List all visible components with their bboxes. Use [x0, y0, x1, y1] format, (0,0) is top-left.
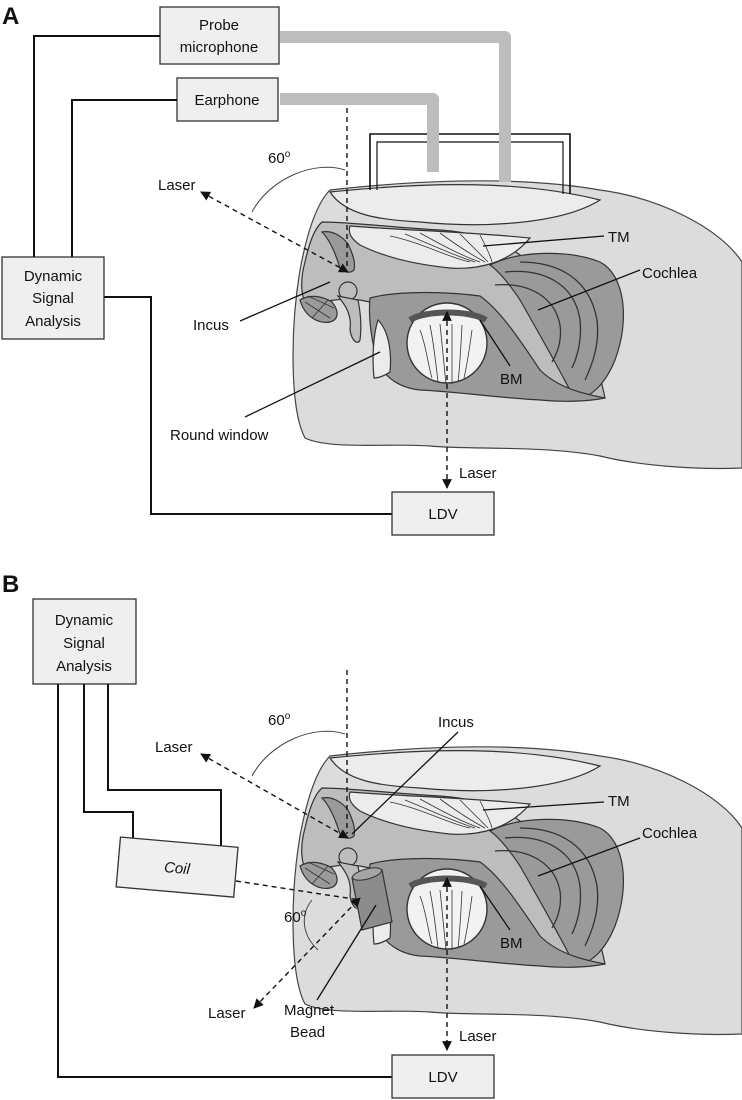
wire-dsa-to-ldv-b [57, 684, 392, 1078]
ldv-box-a: LDV [391, 491, 495, 536]
dsa-a-line2: Signal [32, 290, 74, 307]
cochlea-label-a: Cochlea [642, 265, 698, 282]
magnet-bead-icon [351, 867, 393, 931]
coil-label: Coil [163, 859, 191, 878]
dsa-a-line3: Analysis [25, 313, 81, 330]
panel-a: A Probe microphone Earphone Dynamic Sign… [1, 3, 742, 536]
coil-box: Coil [115, 836, 239, 898]
earphone-label: Earphone [194, 92, 259, 109]
laser-beam-incus-a [200, 191, 349, 273]
magnet-bead-label-line1: Magnet [284, 1002, 335, 1019]
laser-beam-bead-b [253, 897, 361, 1009]
probe-microphone-label-line2: microphone [180, 39, 258, 56]
microphone-tube [280, 31, 511, 182]
bm-label-a: BM [500, 371, 523, 388]
round-window-label: Round window [170, 427, 269, 444]
wire-dsa-to-microphone [33, 35, 160, 257]
dynamic-signal-analysis-box-a: Dynamic Signal Analysis [1, 256, 105, 340]
laser-label-b-top: Laser [155, 739, 193, 756]
ldv-a-label: LDV [428, 506, 457, 523]
angle-a: 60o [268, 149, 291, 167]
wire-dsa-to-coil-1 [83, 684, 134, 840]
cochlea-specimen-a [293, 181, 742, 469]
wire-dsa-to-ldv-a [104, 296, 392, 515]
incus-label-b: Incus [438, 714, 474, 731]
incus-label-a: Incus [193, 317, 229, 334]
tm-label-b: TM [608, 793, 630, 810]
panel-letter-b: B [2, 571, 19, 598]
panel-letter-a: A [2, 3, 19, 30]
earphone-tube [280, 93, 439, 172]
angle-b-top: 60o [268, 711, 291, 729]
probe-microphone-label-line1: Probe [199, 17, 239, 34]
ldv-box-b: LDV [391, 1054, 495, 1099]
dsa-a-line1: Dynamic [24, 268, 83, 285]
dsa-b-line2: Signal [63, 635, 105, 652]
wire-dsa-to-coil-2 [107, 684, 222, 853]
angle-arc-b-bottom [303, 899, 319, 951]
dsa-b-line3: Analysis [56, 658, 112, 675]
laser-label-b-bottom: Laser [459, 1028, 497, 1045]
dsa-b-line1: Dynamic [55, 612, 114, 629]
ldv-b-label: LDV [428, 1069, 457, 1086]
magnet-bead-label-line2: Bead [290, 1024, 325, 1041]
cochlea-label-b: Cochlea [642, 825, 698, 842]
earphone-box: Earphone [176, 77, 279, 122]
tm-label-a: TM [608, 229, 630, 246]
laser-label-a-left: Laser [158, 177, 196, 194]
bm-label-b: BM [500, 935, 523, 952]
laser-beam-incus-b [200, 753, 349, 839]
angle-b-bottom: 60o [284, 908, 307, 926]
panel-b: B Dynamic Signal Analysis Coil LDV [2, 571, 742, 1099]
wire-dsa-to-earphone [71, 99, 177, 257]
probe-microphone-box: Probe microphone [159, 6, 280, 65]
coil-to-bead-line [235, 880, 361, 901]
dynamic-signal-analysis-box-b: Dynamic Signal Analysis [32, 598, 137, 685]
laser-label-b-lower-left: Laser [208, 1005, 246, 1022]
laser-label-a-bottom: Laser [459, 465, 497, 482]
